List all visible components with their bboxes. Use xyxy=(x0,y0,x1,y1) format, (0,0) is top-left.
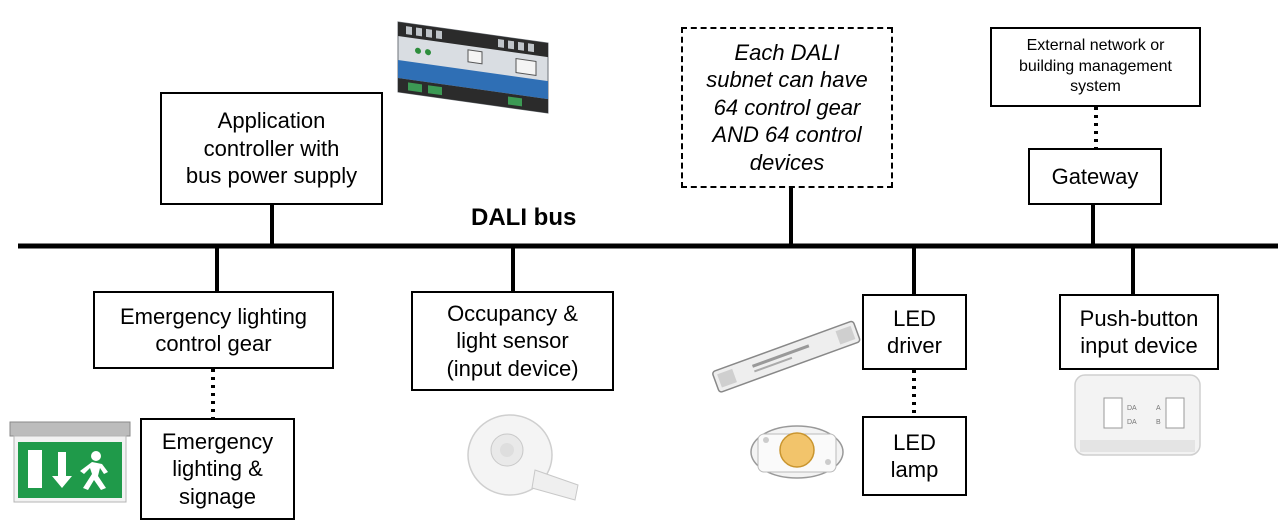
external-network-box: External network or building management … xyxy=(990,27,1201,107)
occupancy-sensor-product-image xyxy=(467,414,579,501)
emergency-signage-text: Emergency lighting & signage xyxy=(161,428,274,509)
push-button-box: Push-button input device xyxy=(1059,294,1219,370)
occupancy-sensor-box: Occupancy & light sensor (input device) xyxy=(411,291,614,391)
controller-product-image xyxy=(397,21,549,114)
push-button-product-image: DA DA A B xyxy=(1074,374,1201,456)
push-panel-label-da-2: DA xyxy=(1127,419,1137,426)
led-driver-text: LED driver xyxy=(886,305,942,359)
subnet-note-box: Each DALI subnet can have 64 control gea… xyxy=(681,27,893,188)
led-lamp-product-image xyxy=(750,425,844,479)
gateway-text: Gateway xyxy=(1051,163,1139,189)
push-button-text: Push-button input device xyxy=(1079,305,1199,359)
emergency-control-gear-box: Emergency lighting control gear xyxy=(93,291,334,369)
dali-bus-label: DALI bus xyxy=(471,204,577,231)
led-driver-product-image xyxy=(712,320,861,393)
led-lamp-text: LED lamp xyxy=(890,429,939,483)
led-lamp-box: LED lamp xyxy=(862,416,967,496)
emergency-signage-box: Emergency lighting & signage xyxy=(140,418,295,520)
emergency-control-gear-text: Emergency lighting control gear xyxy=(119,303,308,357)
application-controller-text: Application controller with bus power su… xyxy=(185,108,358,189)
occupancy-sensor-text: Occupancy & light sensor (input device) xyxy=(446,300,579,381)
push-panel-label-b: B xyxy=(1156,419,1161,426)
exit-sign-product-image xyxy=(9,421,131,503)
led-driver-box: LED driver xyxy=(862,294,967,370)
gateway-box: Gateway xyxy=(1028,148,1162,205)
application-controller-box: Application controller with bus power su… xyxy=(160,92,383,205)
push-panel-label-a: A xyxy=(1156,405,1161,412)
push-panel-label-da-1: DA xyxy=(1127,405,1137,412)
subnet-note-text: Each DALI subnet can have 64 control gea… xyxy=(706,39,868,175)
external-network-text: External network or building management … xyxy=(1019,36,1172,96)
